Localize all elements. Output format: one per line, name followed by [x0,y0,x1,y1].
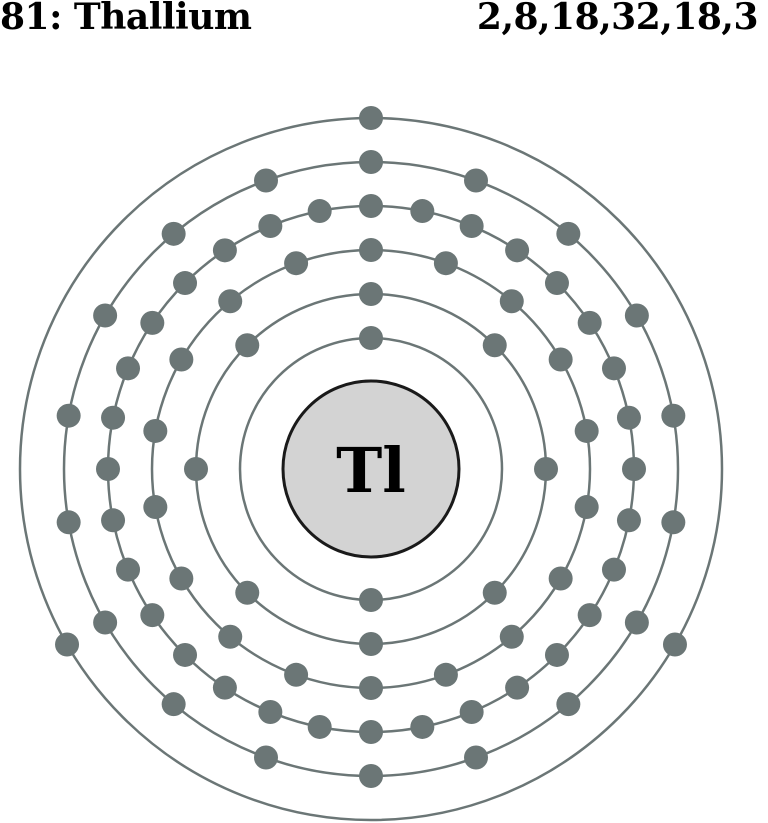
electron-shell-1-1 [359,326,383,350]
electron-shell-4-21 [173,642,198,667]
electron-shell-4-19 [258,699,283,724]
electron-shell-5-18 [254,168,278,193]
electron-shell-4-17 [359,720,383,744]
electron-shell-5-3 [556,221,581,246]
electron-shell-4-4 [505,238,530,263]
nucleus-circle [281,379,461,559]
electron-shell-5-7 [624,610,649,635]
electron-shell-4-32 [307,199,332,224]
electron-shell-4-13 [544,642,569,667]
electron-shell-4-9 [622,457,646,481]
electron-shell-4-31 [258,214,283,239]
electron-shell-4-29 [173,271,198,296]
electron-shell-5-15 [56,403,81,428]
electron-shell-3-6 [574,495,599,520]
electron-shell-5-14 [56,510,81,535]
nucleus: Tl [281,379,461,559]
electron-shell-5-1 [359,150,383,174]
element-title: 81: Thallium [0,0,252,38]
electron-shell-5-2 [464,168,488,193]
electron-shell-3-2 [433,251,458,276]
electron-shell-3-4 [548,347,573,372]
electron-shell-4-18 [307,714,332,739]
electron-shell-3-1 [359,238,383,262]
electron-shell-5-8 [556,692,581,717]
electron-shell-4-28 [140,310,165,335]
electron-shell-3-11 [284,662,309,687]
electron-shell-3-14 [143,495,168,520]
electron-shell-3-13 [169,566,194,591]
element-symbol: Tl [336,434,406,507]
electron-shell-5-9 [464,745,488,770]
electron-shell-3-15 [143,418,168,443]
electron-shell-4-12 [577,603,602,628]
electron-shell-4-14 [505,675,530,700]
electron-shell-5-6 [661,510,686,535]
electron-shell-3-7 [548,566,573,591]
electron-shell-3-10 [359,676,383,700]
electron-shell-3-18 [284,251,309,276]
electron-shell-3-3 [499,289,524,314]
electron-shell-2-3 [534,457,558,481]
electron-shell-3-9 [433,662,458,687]
electron-shell-4-25 [96,457,120,481]
electron-shell-2-1 [359,282,383,306]
electron-shell-5-16 [93,303,118,328]
electron-dots [55,106,687,788]
electron-shell-4-23 [116,557,141,582]
electron-shell-3-8 [499,624,524,649]
electron-shell-5-10 [359,764,383,788]
electron-shell-6-3 [55,632,80,657]
electron-shell-5-4 [624,303,649,328]
electron-shell-4-11 [601,557,626,582]
electron-shell-4-15 [459,699,484,724]
electron-shell-4-2 [410,199,435,224]
electron-shell-3-5 [574,418,599,443]
electron-shell-4-6 [577,310,602,335]
electron-configuration: 2,8,18,32,18,3 [476,0,759,38]
electron-shell-4-16 [410,714,435,739]
electron-shell-3-17 [218,289,243,314]
electron-shell-3-16 [169,347,194,372]
electron-shell-4-1 [359,194,383,218]
electron-shell-3-12 [218,624,243,649]
electron-shell-5-13 [93,610,118,635]
electron-shell-4-20 [212,675,237,700]
electron-shell-5-11 [254,745,278,770]
electron-shell-6-1 [359,106,383,130]
electron-shell-4-30 [212,238,237,263]
electron-shell-2-2 [482,333,507,358]
electron-shell-6-2 [662,632,687,657]
electron-shell-5-17 [161,221,186,246]
electron-shell-5-12 [161,692,186,717]
electron-shell-4-22 [140,603,165,628]
electron-shell-2-8 [235,333,260,358]
electron-shell-4-10 [616,508,641,533]
electron-shell-4-3 [459,214,484,239]
electron-shell-4-27 [116,356,141,381]
electron-shell-2-7 [184,457,208,481]
electron-shell-4-26 [101,405,126,430]
electron-shell-4-8 [616,405,641,430]
electron-shell-4-7 [601,356,626,381]
electron-shell-2-5 [359,632,383,656]
electron-shell-4-5 [544,271,569,296]
electron-shell-4-24 [101,508,126,533]
electron-shell-2-6 [235,580,260,605]
electron-shell-1-2 [359,588,383,612]
electron-shell-5-5 [661,403,686,428]
electron-shell-2-4 [482,580,507,605]
